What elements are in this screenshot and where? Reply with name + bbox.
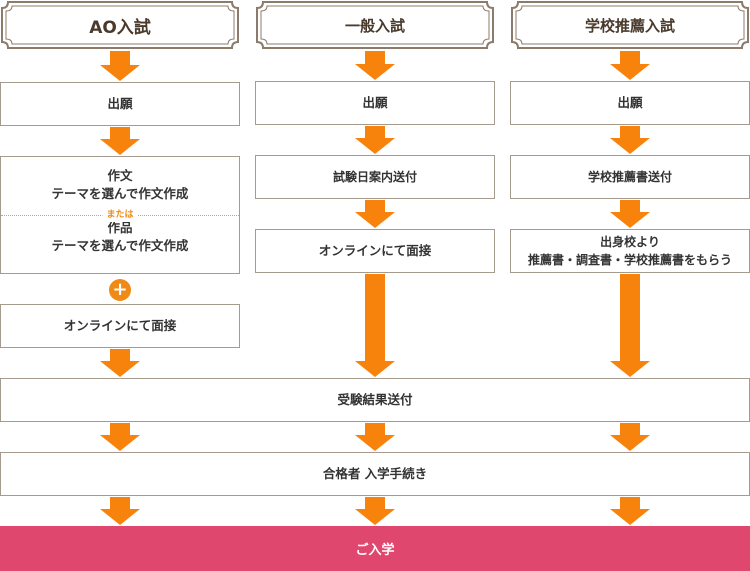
result-box: 受験結果送付 (0, 378, 750, 422)
ao-work-title: 作品 (107, 220, 133, 235)
down-arrow-icon (100, 497, 140, 525)
ao-apply-box: 出願 (0, 82, 240, 126)
general-interview-label: オンラインにて面接 (318, 243, 432, 258)
general-send-date-box: 試験日案内送付 (255, 155, 495, 199)
general-apply-label: 出願 (362, 95, 388, 110)
down-arrow-icon (100, 423, 140, 451)
enroll-label: ご入学 (355, 543, 395, 558)
ao-essay-work-box: 作文 テーマを選んで作文作成 または 作品 テーマを選んで作文作成 (0, 156, 240, 274)
down-arrow-icon (610, 497, 650, 525)
ao-work-detail: テーマを選んで作文作成 (51, 238, 189, 253)
school-get-box: 出身校より 推薦書・調査書・学校推薦書をもらう (510, 229, 750, 273)
header-frame-icon (256, 1, 494, 49)
ao-essay-title: 作文 (107, 168, 133, 183)
header-school-label: 学校推薦入試 (584, 16, 675, 35)
school-send-rec-box: 学校推薦書送付 (510, 155, 750, 199)
enroll-bar: ご入学 (0, 526, 750, 571)
ao-essay-detail: テーマを選んで作文作成 (51, 186, 189, 201)
header-ao-label: AO入試 (89, 17, 151, 38)
header-general: 一般入試 (255, 0, 495, 50)
down-arrow-icon (610, 423, 650, 451)
result-label: 受験結果送付 (337, 392, 413, 407)
header-school: 学校推薦入試 (510, 0, 750, 50)
school-send-rec-label: 学校推薦書送付 (587, 170, 672, 184)
down-arrow-icon (100, 349, 140, 377)
down-arrow-icon (355, 423, 395, 451)
down-arrow-icon (100, 51, 140, 81)
procedure-box: 合格者 入学手続き (0, 452, 750, 496)
school-get-line1: 出身校より (600, 235, 660, 249)
header-ao: AO入試 (0, 0, 240, 50)
down-arrow-icon (355, 51, 395, 80)
header-frame-icon (1, 1, 239, 49)
down-arrow-icon (355, 497, 395, 525)
down-arrow-icon (355, 200, 395, 228)
general-send-date-label: 試験日案内送付 (332, 170, 417, 184)
general-interview-box: オンラインにて面接 (255, 229, 495, 273)
down-arrow-icon (355, 126, 395, 154)
down-arrow-icon (610, 200, 650, 228)
down-arrow-icon (610, 274, 650, 377)
header-general-label: 一般入試 (344, 16, 405, 35)
school-get-line2: 推薦書・調査書・学校推薦書をもらう (527, 253, 732, 267)
plus-icon: + (109, 279, 131, 301)
down-arrow-icon (100, 127, 140, 155)
school-apply-box: 出願 (510, 81, 750, 125)
procedure-label: 合格者 入学手続き (322, 466, 428, 481)
ao-interview-label: オンラインにて面接 (63, 318, 177, 333)
ao-interview-box: オンラインにて面接 (0, 304, 240, 348)
ao-or-label: または (102, 208, 138, 222)
general-apply-box: 出願 (255, 81, 495, 125)
down-arrow-icon (610, 126, 650, 154)
header-frame-icon (511, 1, 749, 49)
school-apply-label: 出願 (617, 95, 643, 110)
ao-apply-label: 出願 (107, 96, 133, 111)
down-arrow-icon (610, 51, 650, 80)
down-arrow-icon (355, 274, 395, 377)
